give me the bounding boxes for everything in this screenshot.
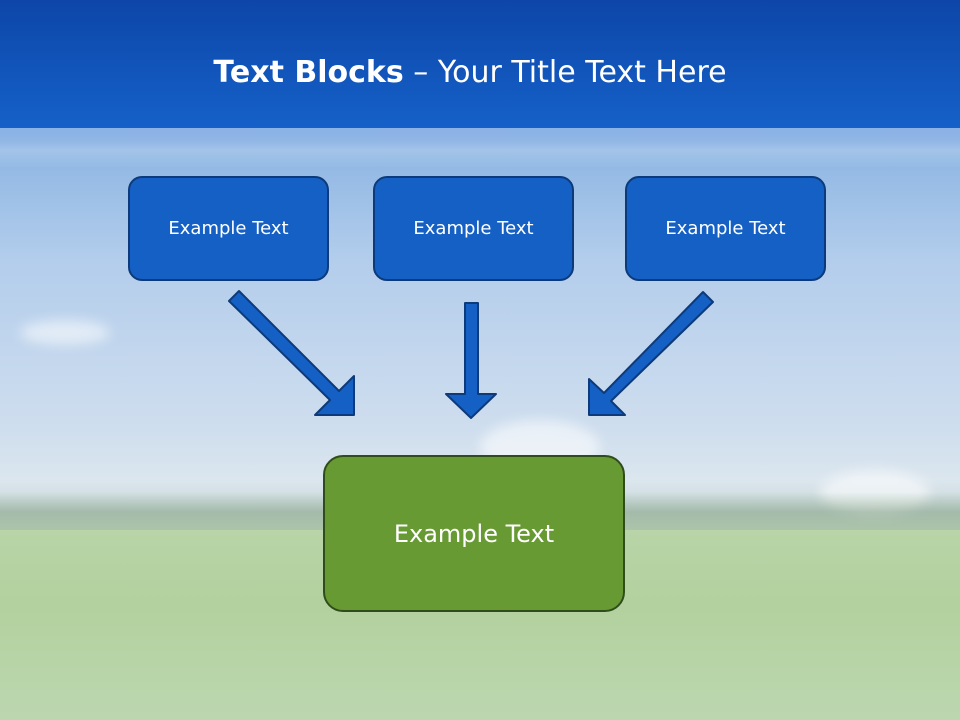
title-dash: – bbox=[403, 55, 438, 90]
title-bold: Text Blocks bbox=[213, 55, 404, 90]
arrow-down-right-icon bbox=[228, 290, 355, 416]
arrow-down-icon bbox=[445, 302, 497, 419]
cloud bbox=[20, 320, 110, 345]
text-block-left[interactable]: Example Text bbox=[128, 176, 329, 281]
title-rest: Your Title Text Here bbox=[437, 55, 727, 90]
arrow-down-left-icon bbox=[588, 291, 714, 416]
slide-title: Text Blocks – Your Title Text Here bbox=[0, 55, 940, 90]
text-block-center[interactable]: Example Text bbox=[373, 176, 574, 281]
title-band bbox=[0, 0, 960, 128]
text-block-target[interactable]: Example Text bbox=[323, 455, 625, 612]
horizon-haze bbox=[0, 128, 960, 168]
text-block-right[interactable]: Example Text bbox=[625, 176, 826, 281]
cloud bbox=[820, 470, 930, 515]
